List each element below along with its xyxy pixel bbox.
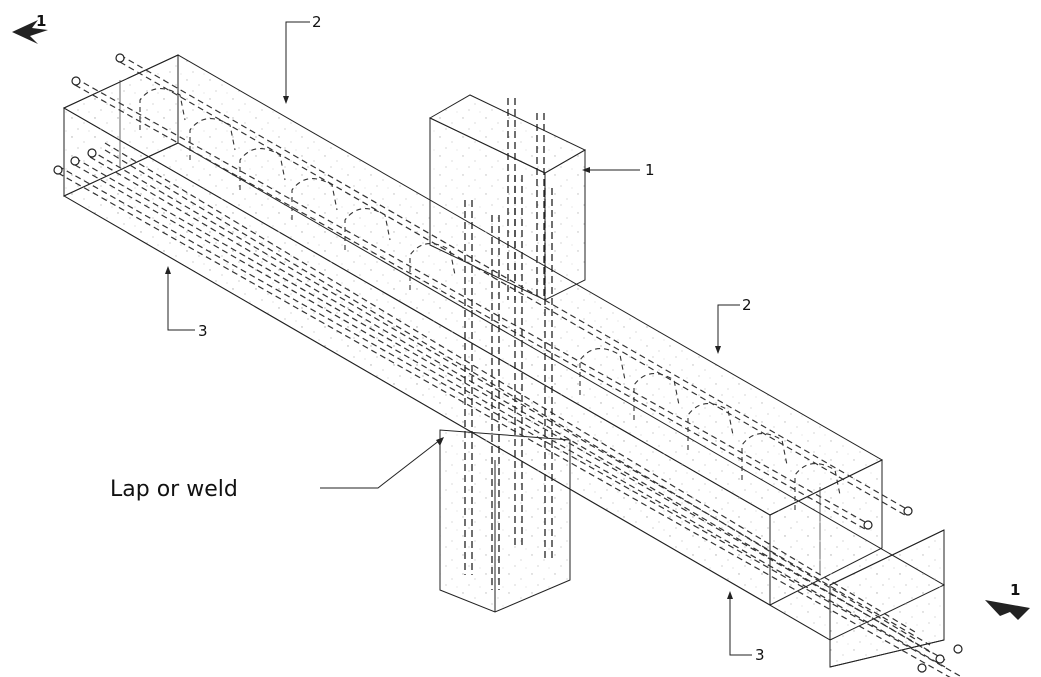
callout-beam-lower-right: 3 (755, 646, 765, 664)
bar-ends (53, 53, 963, 673)
callout-leaders (167, 21, 752, 656)
stirrups-upper (139, 88, 841, 510)
callout-beam-upper: 2 (312, 13, 322, 31)
section-right-label: 1 (1010, 581, 1020, 599)
section-cut-arrow-icon: 1 (985, 581, 1030, 620)
column (428, 94, 587, 613)
section-cut-arrow-icon: 1 (12, 12, 48, 44)
lap-or-weld-note: Lap or weld (110, 477, 238, 502)
section-left-label: 1 (36, 12, 46, 30)
callout-beam-lower-left: 3 (198, 322, 208, 340)
callout-column: 1 (645, 161, 655, 179)
beam-rebars (57, 54, 961, 677)
callout-arrowheads (165, 96, 733, 599)
callout-beam-right: 2 (742, 296, 752, 314)
column-rebars (464, 98, 553, 590)
